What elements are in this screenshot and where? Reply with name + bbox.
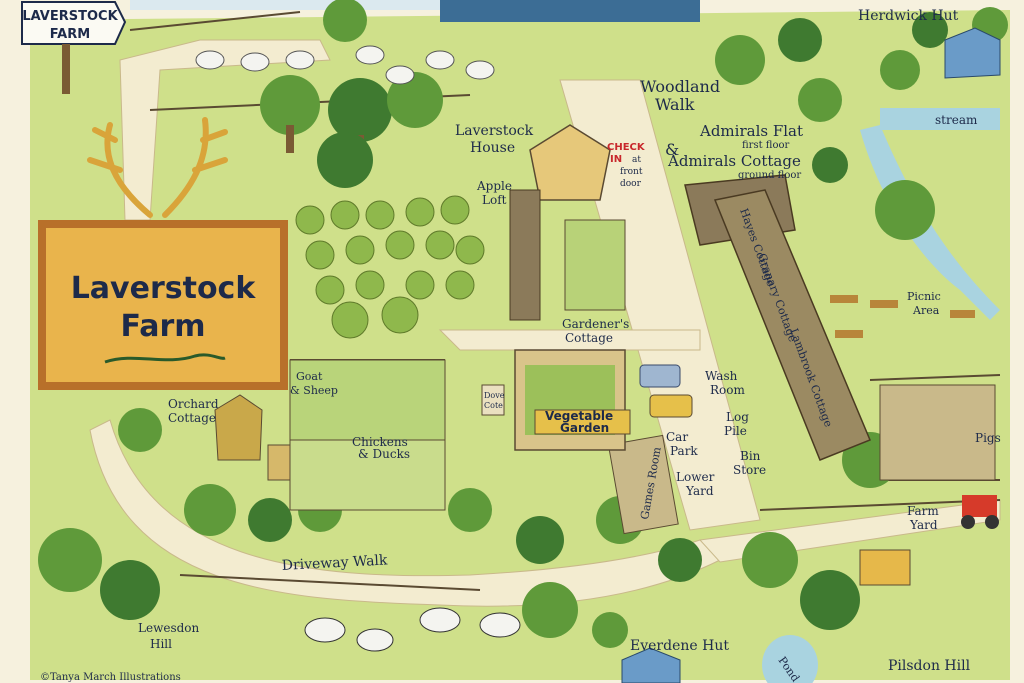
herdwick-hut [944, 27, 1001, 79]
chicken-pen [289, 439, 446, 511]
label-wash-room-2: Room [710, 383, 745, 397]
title-board: Laverstock Farm [38, 220, 288, 390]
label-admirals-cottage: Admirals Cottage [667, 152, 801, 170]
label-ground-floor: ground floor [738, 170, 801, 181]
label-apple-loft-1: Apple [476, 179, 512, 193]
signpost-line2: FARM [50, 27, 90, 42]
label-vegetable-garden-1: Vegetable [545, 409, 613, 423]
label-goat-sheep-1: Goat [296, 370, 323, 383]
label-dove-cote-1: Dove [484, 391, 505, 400]
farm-machinery [859, 549, 911, 586]
label-wash-room-1: Wash [705, 369, 738, 383]
cows [304, 607, 521, 652]
label-admirals-flat: Admirals Flat [699, 122, 803, 140]
games-room [607, 434, 679, 535]
label-everdene-hut: Everdene Hut [630, 638, 729, 654]
pond [762, 635, 818, 683]
label-herdwick-hut: Herdwick Hut [858, 8, 959, 24]
label-lower-yard-1: Lower [676, 470, 715, 484]
title-line2: Farm [120, 309, 205, 344]
tractor [961, 495, 999, 529]
sea [440, 0, 700, 22]
label-log-pile-1: Log [726, 410, 749, 424]
signpost: LAVERSTOCK FARM [21, 1, 127, 94]
label-bin-store-2: Store [733, 463, 766, 477]
goat-pen [289, 359, 446, 441]
label-orchard-cottage-1: Orchard [168, 397, 219, 411]
label-car-park-1: Car [666, 430, 688, 444]
label-driveway-walk: Driveway Walk [281, 552, 388, 574]
car-yellow [649, 394, 693, 418]
label-picnic-area-2: Area [912, 304, 940, 317]
label-first-floor: first floor [742, 140, 789, 151]
antlers [87, 117, 228, 218]
orchard-cottage [214, 394, 263, 461]
label-amp: & [665, 140, 679, 159]
dove-cote [481, 384, 505, 416]
label-woodland-walk-1: Woodland [640, 77, 720, 96]
sky [130, 0, 440, 10]
picnic-tables [830, 295, 975, 338]
everdene-hut [621, 647, 681, 683]
label-gardeners-cottage-2: Cottage [565, 331, 613, 345]
label-goat-sheep-2: & Sheep [290, 384, 338, 397]
label-lewesdon-hill-1: Lewesdon [138, 621, 200, 635]
label-dove-cote-2: Cote [484, 401, 503, 410]
label-check-in-5: door [620, 179, 642, 189]
car-blue [639, 364, 681, 388]
vegetable-garden [514, 349, 631, 451]
buildings [214, 27, 1001, 683]
stream [860, 125, 1000, 320]
label-vegetable-garden-2: Garden [560, 421, 609, 435]
label-stream: stream [935, 113, 978, 127]
label-check-in-4: front [620, 167, 643, 177]
label-farm-yard-2: Yard [909, 518, 938, 532]
label-laverstock-house-1: Laverstock [455, 123, 534, 139]
label-apple-loft-2: Loft [482, 193, 507, 207]
label-bin-store-1: Bin [740, 449, 761, 463]
label-copyright: ©Tanya March Illustrations [40, 672, 181, 683]
label-laverstock-house-2: House [470, 140, 515, 156]
label-pilsdon-hill: Pilsdon Hill [888, 658, 971, 674]
apple-loft [509, 189, 541, 321]
label-farm-yard-1: Farm [907, 504, 939, 518]
cottage-row [713, 189, 871, 461]
title-line1: Laverstock [71, 271, 257, 306]
gardeners-cottage [564, 219, 626, 311]
signpost-line1: LAVERSTOCK [22, 9, 118, 24]
label-log-pile-2: Pile [724, 424, 747, 438]
label-check-in-2: IN [610, 154, 622, 165]
orchard [295, 195, 485, 339]
label-pigs: Pigs [975, 431, 1001, 445]
label-chickens: Chickens [352, 435, 408, 449]
label-check-in-3: at [632, 155, 641, 165]
label-woodland-walk-2: Walk [655, 95, 695, 114]
pig-pen [879, 384, 996, 481]
label-lewesdon-hill-2: Hill [150, 637, 172, 651]
label-ducks: & Ducks [358, 447, 410, 461]
label-lower-yard-2: Yard [685, 484, 714, 498]
map-labels: Herdwick Hut Woodland Walk Laverstock Ho… [40, 8, 1001, 683]
label-orchard-cottage-2: Cottage [168, 411, 216, 425]
label-check-in-1: CHECK [607, 142, 646, 153]
label-picnic-area-1: Picnic [907, 290, 941, 303]
label-car-park-2: Park [670, 444, 698, 458]
sheep-flock [195, 45, 495, 85]
stream-upper [880, 108, 1000, 130]
label-gardeners-cottage-1: Gardener's [562, 317, 629, 331]
